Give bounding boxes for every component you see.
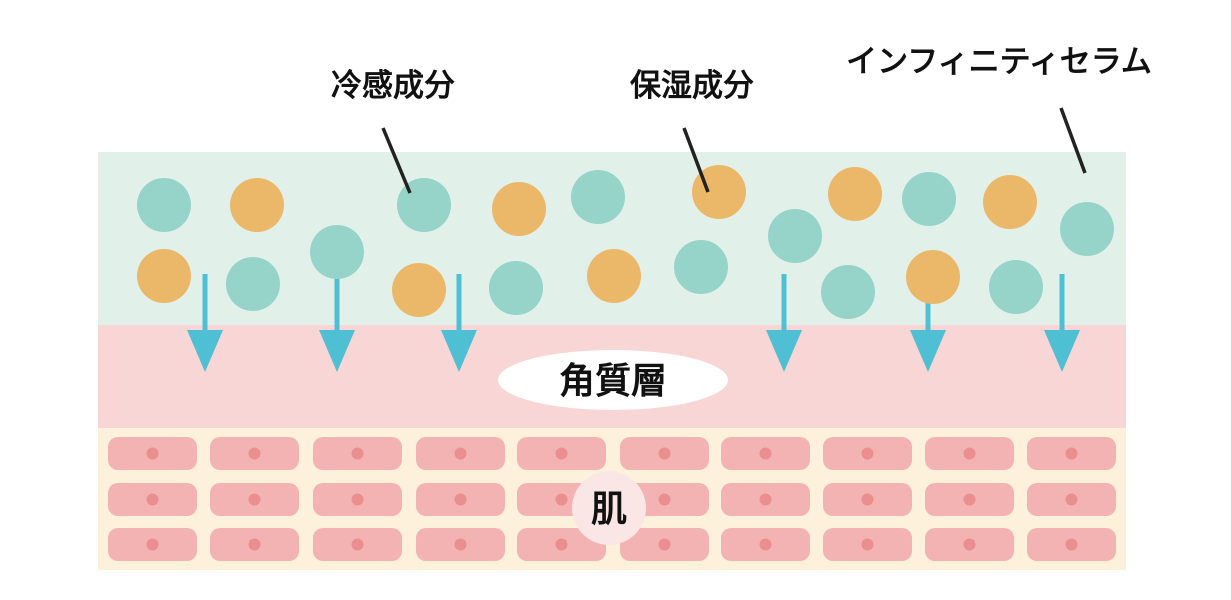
moisture-particle	[230, 178, 284, 232]
moisture-leader-line	[682, 127, 710, 193]
cooling-particle	[674, 240, 728, 294]
stratum-label-bubble	[498, 350, 728, 410]
cell-nucleus	[963, 493, 976, 506]
skin-label-bubble	[572, 471, 646, 545]
cooling-particle	[310, 225, 364, 279]
moisture-particle	[692, 165, 746, 219]
cooling-particle	[1060, 202, 1114, 256]
arrow-head	[319, 330, 355, 372]
cell-nucleus	[658, 493, 671, 506]
moisture-particle	[492, 182, 546, 236]
cooling-particle	[821, 265, 875, 319]
cell-nucleus	[861, 538, 874, 551]
cell-nucleus	[759, 447, 772, 460]
cell-nucleus	[1065, 447, 1078, 460]
cell-nucleus	[555, 538, 568, 551]
arrow-head	[1044, 330, 1080, 372]
moisture-ingredient-label: 保湿成分	[630, 68, 754, 104]
cell-nucleus	[861, 493, 874, 506]
cell-nucleus	[146, 493, 159, 506]
cell-nucleus	[454, 447, 467, 460]
cooling-particle	[397, 178, 451, 232]
cell-nucleus	[454, 538, 467, 551]
skin-label: 肌	[591, 489, 627, 530]
cell-nucleus	[861, 447, 874, 460]
moisture-particle	[828, 167, 882, 221]
cell-nucleus	[1065, 493, 1078, 506]
cell-nucleus	[351, 493, 364, 506]
cell-nucleus	[351, 538, 364, 551]
cell-nucleus	[351, 447, 364, 460]
arrow-head	[910, 330, 946, 372]
cell-nucleus	[963, 538, 976, 551]
moisture-particle	[137, 249, 191, 303]
cell-nucleus	[555, 493, 568, 506]
stratum-corneum-label: 角質層	[559, 361, 667, 402]
cooling-particle	[989, 260, 1043, 314]
moisture-particle	[587, 249, 641, 303]
serum-leader-line	[1059, 107, 1087, 174]
moisture-particle	[983, 175, 1037, 229]
arrow-head	[187, 330, 223, 372]
cooling-particle	[902, 172, 956, 226]
infinity-serum-label: インフィニティセラム	[846, 44, 1152, 80]
arrow-head	[441, 330, 477, 372]
cell-nucleus	[248, 538, 261, 551]
cooling-particle	[768, 209, 822, 263]
cooling-leader-line	[381, 127, 412, 194]
cooling-particle	[226, 257, 280, 311]
ingredient-particles	[137, 165, 1114, 319]
cell-nucleus	[658, 447, 671, 460]
cell-nucleus	[658, 538, 671, 551]
cell-nucleus	[248, 493, 261, 506]
cooling-ingredient-label: 冷感成分	[331, 68, 455, 104]
penetration-arrows	[187, 274, 1080, 372]
cell-nucleus	[248, 447, 261, 460]
cell-nucleus	[963, 447, 976, 460]
cell-nucleus	[454, 493, 467, 506]
cell-nucleus	[759, 538, 772, 551]
cell-nucleus	[759, 493, 772, 506]
cell-nucleus	[555, 447, 568, 460]
arrow-head	[766, 330, 802, 372]
cell-nucleus	[146, 538, 159, 551]
moisture-particle	[906, 250, 960, 304]
moisture-particle	[392, 263, 446, 317]
cell-nucleus	[146, 447, 159, 460]
cooling-particle	[489, 261, 543, 315]
cooling-particle	[571, 170, 625, 224]
cell-nucleus	[1065, 538, 1078, 551]
cooling-particle	[137, 178, 191, 232]
